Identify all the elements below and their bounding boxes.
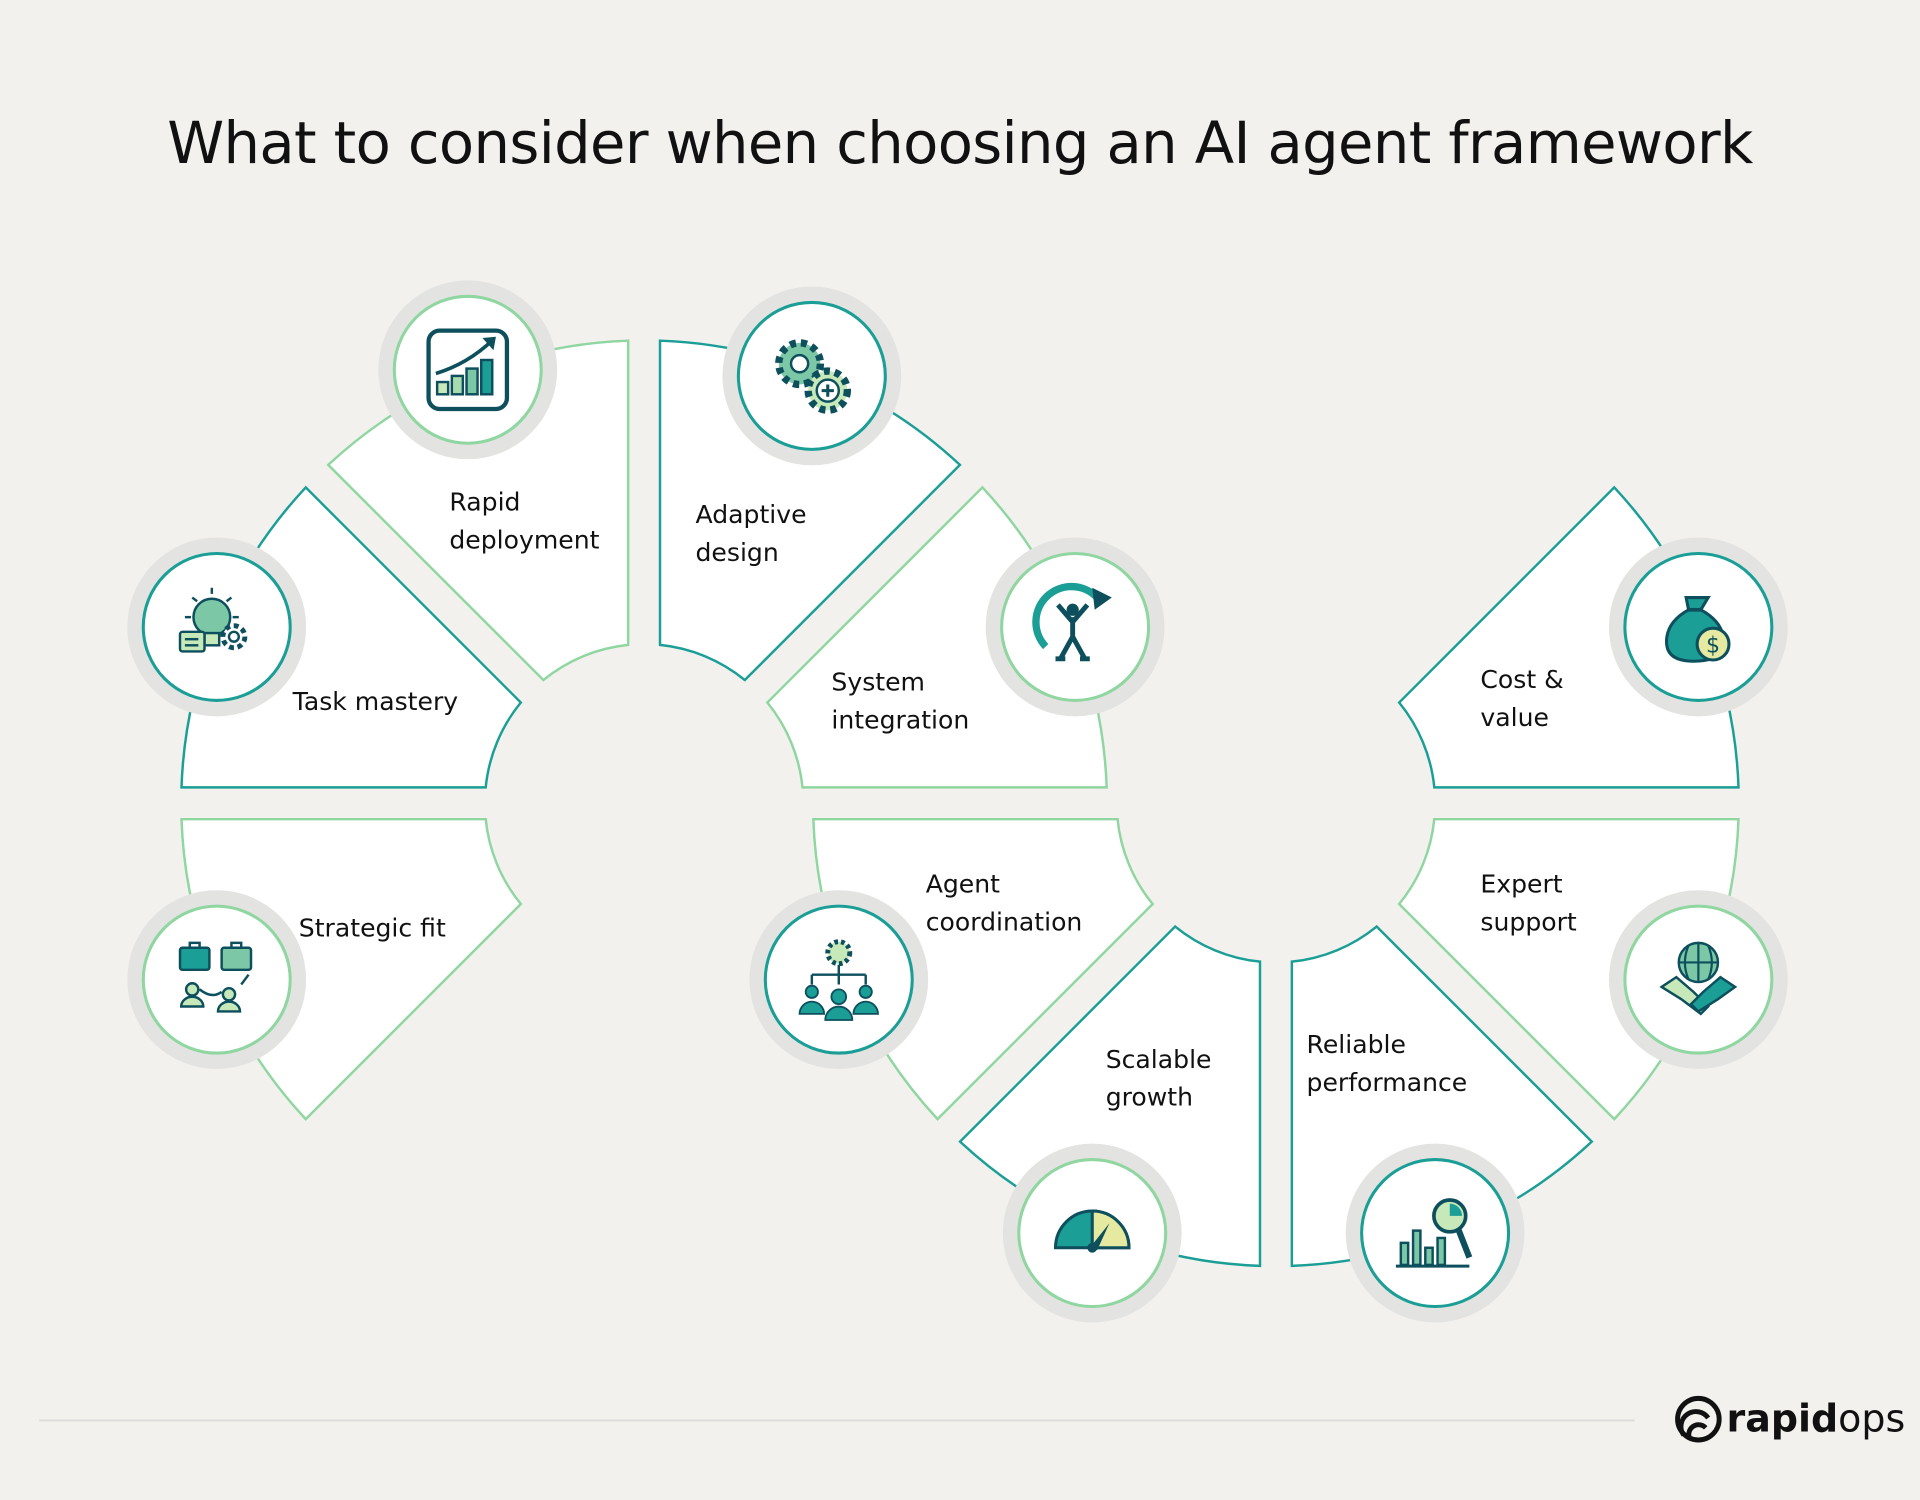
icon-badges: $ [127,280,1788,1323]
label-line: System [831,668,925,697]
label-line: growth [1106,1083,1193,1112]
label-line: deployment [449,526,599,555]
label-expert-support: Expert support [1480,870,1577,937]
badge-task-mastery [127,537,307,717]
chart-magnifier-icon [1395,1198,1473,1268]
label-strategic-fit: Strategic fit [299,914,446,943]
badge-scalable-growth [1002,1143,1182,1323]
label-scalable-growth: Scalable growth [1106,1045,1212,1112]
money-bag-icon: $ [1664,596,1731,663]
logo-text-bold: rapid [1727,1396,1839,1440]
gears-icon [775,339,852,414]
gauge-icon [1053,1209,1131,1253]
briefcase-people-icon [178,941,253,1013]
label-line: Task mastery [292,687,459,716]
logo-text: rapidops [1727,1396,1906,1440]
lightbulb-gear-icon [178,587,248,653]
badge-expert-support [1608,890,1788,1069]
label-reliable-performance: Reliable performance [1307,1030,1468,1097]
label-cost-value: Cost & value [1480,665,1563,732]
badge-reliable-performance [1345,1143,1525,1323]
label-line: Agent [926,870,1000,899]
badge-strategic-fit [127,890,307,1069]
label-agent-coordination: Agent coordination [926,870,1083,937]
page-title: What to consider when choosing an AI age… [167,110,1754,177]
label-line: Expert [1480,870,1562,899]
badge-system-integration [985,537,1165,717]
badge-adaptive-design [722,286,902,466]
label-line: Strategic fit [299,914,446,943]
badge-agent-coordination [749,890,929,1069]
badge-circle [1360,1158,1511,1309]
label-line: Adaptive [696,500,807,529]
label-line: design [696,538,779,567]
team-gear-icon [798,939,879,1021]
svg-text:$: $ [1706,634,1720,659]
label-task-mastery: Task mastery [292,687,459,716]
rapidops-logo: rapidops [1675,1395,1906,1443]
label-line: performance [1307,1068,1468,1097]
label-line: Rapid [449,488,520,517]
label-line: Reliable [1307,1030,1406,1059]
person-arrow-icon [1032,582,1112,662]
label-adaptive-design: Adaptive design [696,500,807,567]
label-line: value [1480,703,1549,732]
label-line: coordination [926,908,1083,937]
badge-circle [141,904,292,1055]
labels: Task mastery Rapid deployment Adaptive desig… [292,488,1577,1112]
label-line: support [1480,908,1577,937]
sectors [180,339,1740,1268]
globe-handshake-icon [1659,941,1738,1016]
label-line: Scalable [1106,1045,1212,1074]
logo-mark-icon [1675,1395,1722,1443]
label-system-integration: System integration [831,668,969,735]
logo-text-light: ops [1838,1396,1905,1440]
badge-rapid-deployment [378,280,558,460]
label-line: Cost & [1480,665,1563,694]
label-rapid-deployment: Rapid deployment [449,488,599,555]
badge-cost-value: $ [1608,537,1788,717]
label-line: integration [831,706,969,735]
growth-chart-icon [426,328,510,412]
